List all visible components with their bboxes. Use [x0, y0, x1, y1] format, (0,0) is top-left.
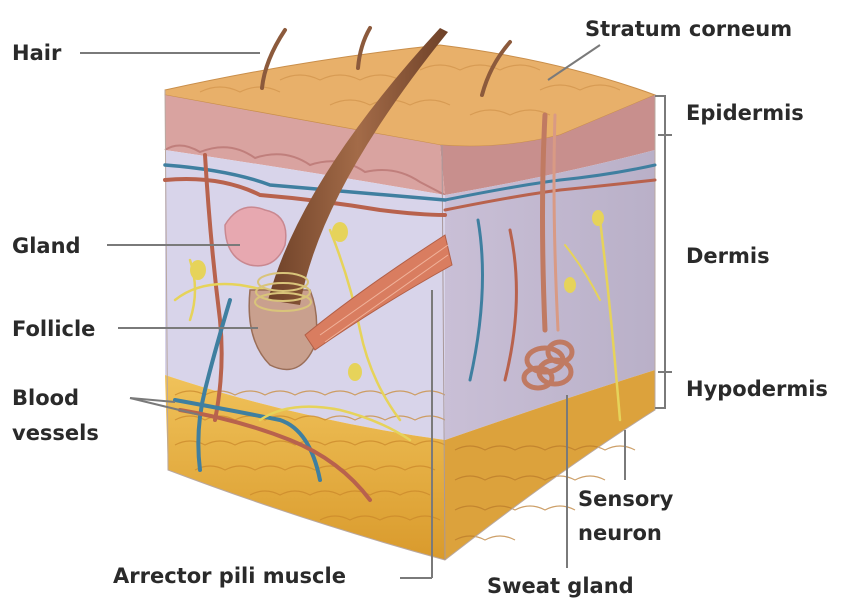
label-epidermis: Epidermis [686, 100, 804, 126]
label-follicle: Follicle [12, 316, 95, 342]
layer-bracket [655, 96, 672, 408]
label-blood-vessels-line2: vessels [12, 420, 99, 446]
label-sweat-gland: Sweat gland [487, 573, 634, 599]
label-arrector-pili-muscle: Arrector pili muscle [113, 563, 346, 589]
label-sensory-neuron-line1: Sensory [578, 486, 673, 512]
label-gland: Gland [12, 233, 81, 259]
label-sensory-neuron-line2: neuron [578, 520, 662, 546]
label-dermis: Dermis [686, 243, 770, 269]
label-hypodermis: Hypodermis [686, 376, 828, 402]
label-blood-vessels-line1: Blood [12, 385, 79, 411]
label-hair: Hair [12, 40, 61, 66]
label-stratum-corneum: Stratum corneum [585, 16, 792, 42]
